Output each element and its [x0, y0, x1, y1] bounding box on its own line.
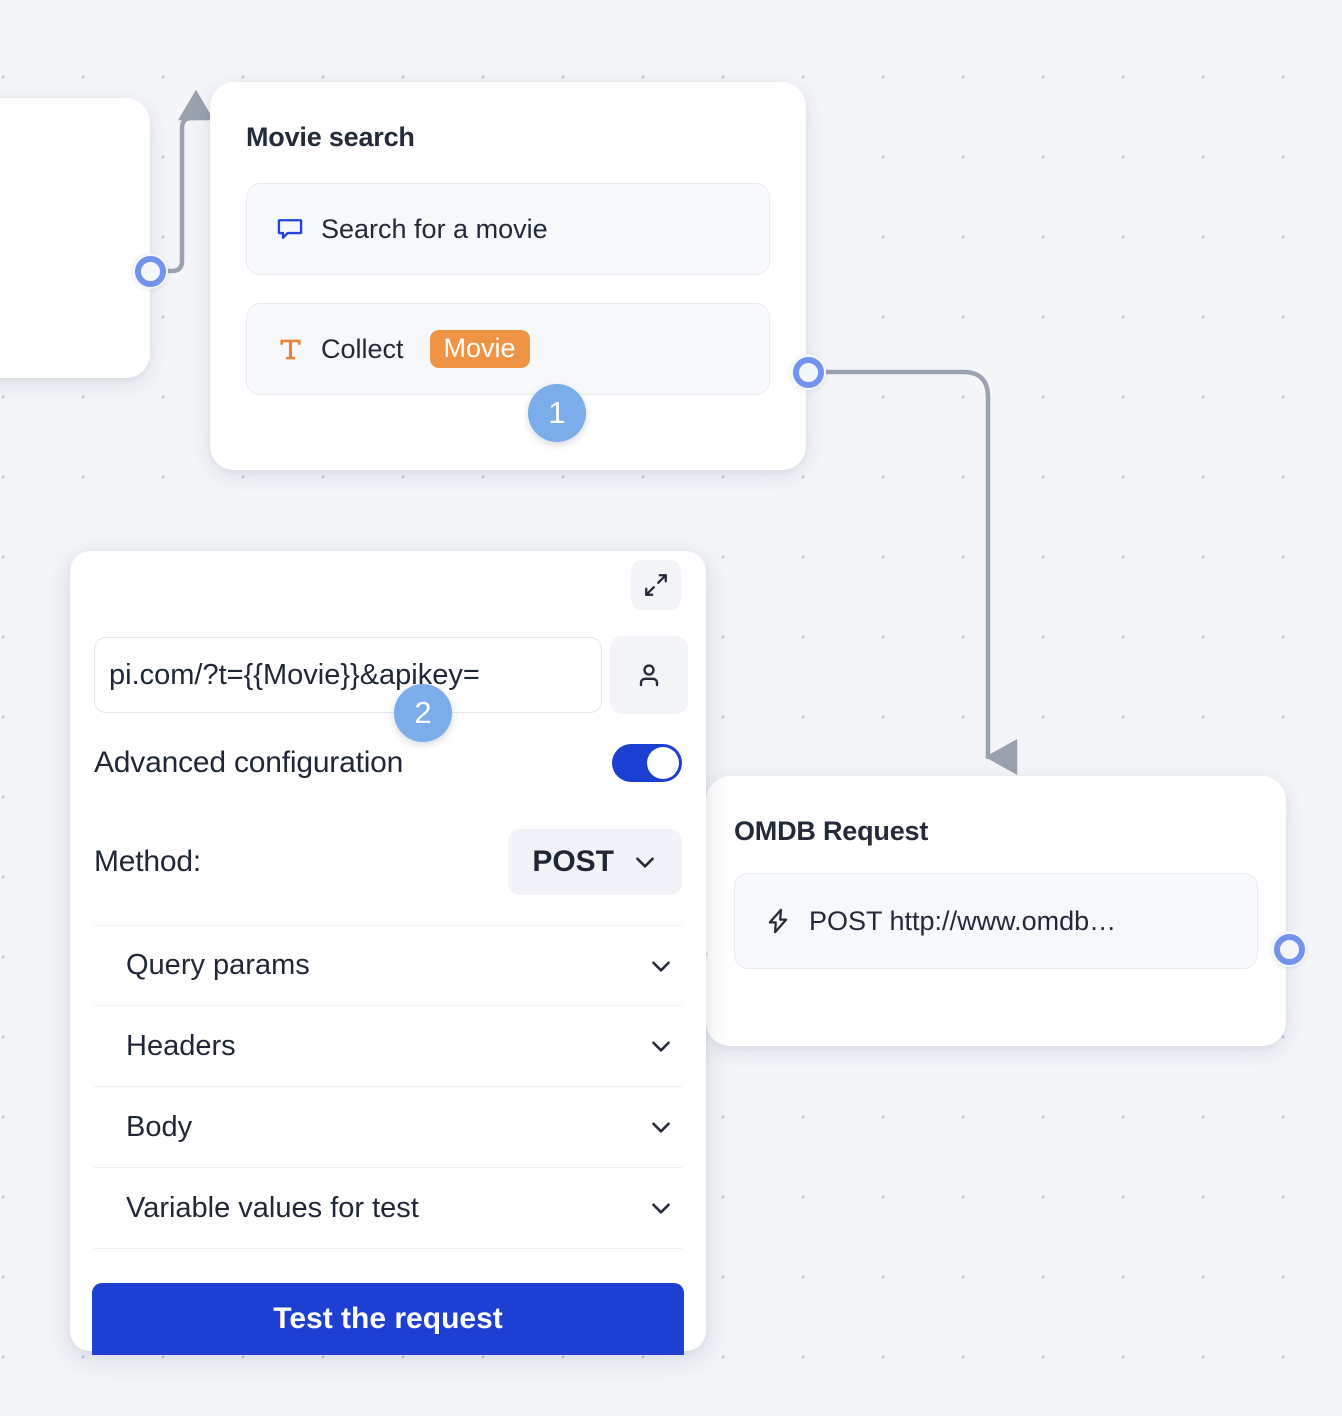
test-the-request-button[interactable]: Test the request — [92, 1283, 684, 1355]
request-url-input[interactable]: pi.com/?t={{Movie}}&apikey= — [94, 637, 602, 713]
advanced-configuration-row: Advanced configuration — [94, 744, 682, 782]
variable-chip-movie[interactable]: Movie — [429, 329, 530, 369]
section-label: Query params — [126, 949, 310, 981]
chevron-down-icon — [636, 857, 654, 868]
method-label: Method: — [94, 845, 201, 878]
section-query-params[interactable]: Query params — [94, 925, 682, 1006]
lightning-bolt-icon — [763, 906, 793, 936]
node-title-movie-search: Movie search — [246, 122, 415, 152]
node-row-collect-movie[interactable]: Collect Movie — [246, 303, 770, 395]
step-badge-1: 1 — [528, 384, 586, 442]
advanced-configuration-label: Advanced configuration — [94, 746, 404, 779]
connector-port-left[interactable] — [132, 253, 168, 289]
url-row: pi.com/?t={{Movie}}&apikey= — [94, 636, 688, 714]
section-label: Variable values for test — [126, 1191, 419, 1224]
method-value: POST — [532, 845, 614, 878]
node-card-omdb-request[interactable]: OMDB Request POST http://www.omdb… — [689, 776, 1286, 1046]
advanced-configuration-toggle[interactable] — [612, 744, 682, 782]
section-headers[interactable]: Headers — [94, 1006, 682, 1087]
chevron-down-icon[interactable] — [648, 953, 674, 979]
request-config-panel[interactable]: pi.com/?t={{Movie}}&apikey= Advanced con… — [70, 551, 706, 1351]
chevron-down-icon[interactable] — [648, 1033, 674, 1059]
auth-user-button[interactable] — [610, 636, 688, 714]
node-row-label: POST http://www.omdb… — [809, 905, 1117, 936]
step-badge-2: 2 — [394, 684, 452, 742]
section-label: Body — [126, 1110, 193, 1143]
section-variable-values-for-test[interactable]: Variable values for test — [94, 1168, 682, 1249]
toggle-knob — [647, 747, 679, 779]
node-card-movie-search[interactable]: Movie search Search for a movie Collect … — [210, 82, 806, 470]
connector-port-omdb-output[interactable] — [1271, 931, 1307, 967]
connector-port-movie-search-output[interactable] — [790, 354, 826, 390]
config-sections-accordion: Query params Headers Body Variable value… — [94, 925, 682, 1249]
method-select[interactable]: POST — [508, 829, 682, 895]
person-icon — [639, 664, 659, 687]
node-card-partial-left[interactable] — [0, 98, 150, 378]
speech-bubble-icon — [275, 214, 305, 244]
node-row-search-for-a-movie[interactable]: Search for a movie — [246, 183, 770, 275]
text-t-icon — [275, 334, 305, 364]
chevron-down-icon[interactable] — [648, 1114, 674, 1140]
section-body[interactable]: Body — [94, 1087, 682, 1168]
node-row-post-request[interactable]: POST http://www.omdb… — [734, 873, 1258, 969]
expand-diagonal-icon — [645, 574, 667, 596]
chevron-down-icon[interactable] — [648, 1195, 674, 1221]
node-row-label: Collect — [321, 333, 404, 364]
node-title-omdb-request: OMDB Request — [734, 816, 929, 846]
node-row-label: Search for a movie — [321, 213, 548, 244]
expand-panel-button[interactable] — [631, 560, 681, 610]
section-label: Headers — [126, 1029, 236, 1062]
method-row: Method: POST — [94, 829, 682, 895]
